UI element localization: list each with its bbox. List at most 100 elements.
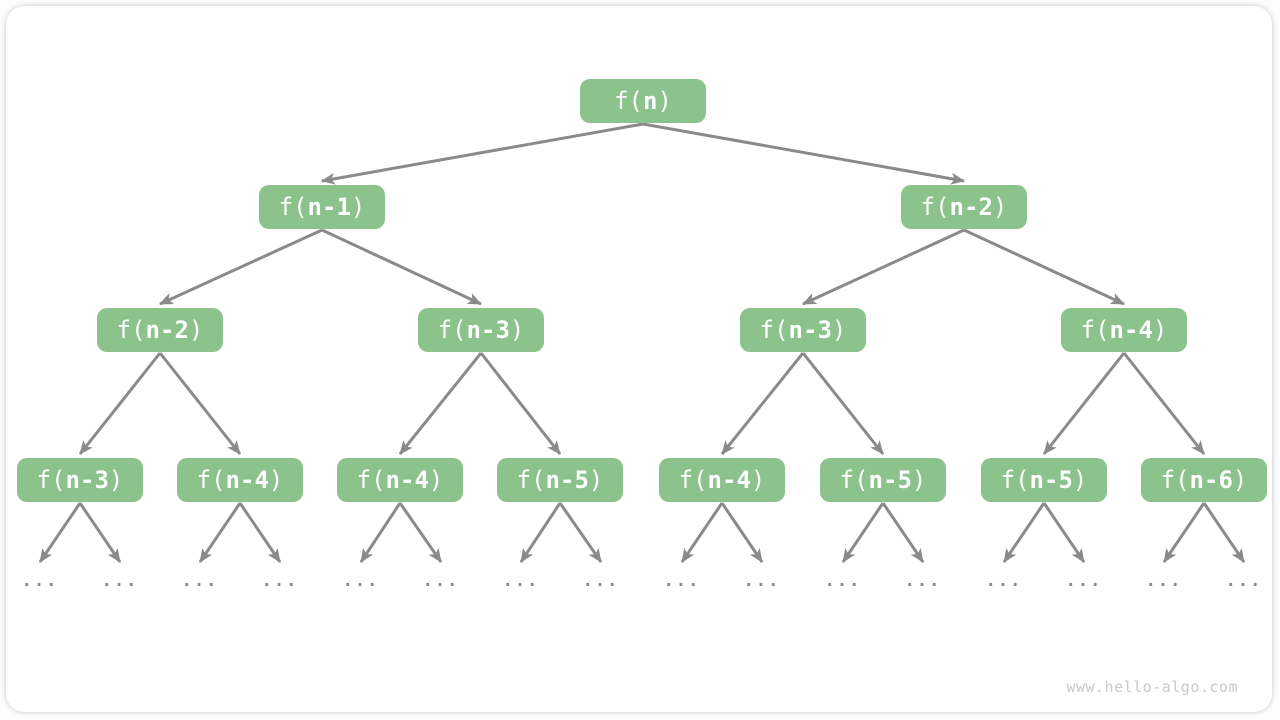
node-label-argument: n <box>643 87 658 115</box>
tree-node-n1n3: f(n-3) <box>418 308 544 352</box>
edge-n2n3-to-leaf6 <box>801 352 885 455</box>
edge-leaf5-to-ellipsis-9 <box>720 502 764 563</box>
edge-leaf2-to-ellipsis-3 <box>238 502 282 563</box>
node-label-suffix: ) <box>509 316 525 344</box>
edge-n1n2-to-leaf2 <box>158 352 242 455</box>
ellipsis-leaf: ... <box>342 571 380 591</box>
tree-node-n1: f(n-1) <box>259 185 385 229</box>
edge-n2-to-n2n4 <box>963 228 1125 306</box>
node-label-prefix: f( <box>920 193 950 221</box>
ellipsis-leaf: ... <box>1225 571 1263 591</box>
edge-n1n3-to-leaf4 <box>479 352 562 455</box>
node-label-suffix: ) <box>911 466 927 494</box>
ellipsis-leaf: ... <box>985 571 1023 591</box>
edge-n1n3-to-leaf3 <box>398 352 483 455</box>
edge-leaf6-to-ellipsis-10 <box>841 502 885 563</box>
ellipsis-leaf: ... <box>261 571 299 591</box>
node-label-prefix: f( <box>759 316 789 344</box>
edge-leaf7-to-ellipsis-12 <box>1002 502 1046 563</box>
node-label-argument: n-4 <box>1109 316 1153 344</box>
tree-node-leaf3: f(n-4) <box>337 458 463 502</box>
node-label-prefix: f( <box>839 466 869 494</box>
node-label-argument: n-2 <box>949 193 993 221</box>
node-label-suffix: ) <box>750 466 766 494</box>
edge-n2-to-n2n3 <box>802 228 965 306</box>
edge-leaf1-to-ellipsis-0 <box>38 502 82 563</box>
node-label-suffix: ) <box>108 466 124 494</box>
node-label-prefix: f( <box>1160 466 1190 494</box>
node-label-argument: n-2 <box>145 316 189 344</box>
tree-node-n2: f(n-2) <box>901 185 1027 229</box>
node-label-prefix: f( <box>614 87 643 115</box>
node-label-prefix: f( <box>196 466 226 494</box>
ellipsis-leaf: ... <box>502 571 540 591</box>
node-label-prefix: f( <box>1080 316 1110 344</box>
node-label-suffix: ) <box>992 193 1008 221</box>
node-label-argument: n-3 <box>788 316 832 344</box>
edge-n2n4-to-leaf7 <box>1042 352 1126 455</box>
node-label-argument: n-5 <box>545 466 589 494</box>
ellipsis-leaf: ... <box>582 571 620 591</box>
node-label-argument: n-6 <box>1189 466 1233 494</box>
tree-node-leaf7: f(n-5) <box>981 458 1107 502</box>
node-label-suffix: ) <box>188 316 204 344</box>
tree-node-n2n3: f(n-3) <box>740 308 866 352</box>
node-label-suffix: ) <box>1072 466 1088 494</box>
node-label-prefix: f( <box>678 466 708 494</box>
edge-n1n2-to-leaf1 <box>78 352 162 455</box>
node-label-prefix: f( <box>437 316 467 344</box>
ellipsis-leaf: ... <box>824 571 862 591</box>
tree-node-root: f(n) <box>580 79 706 123</box>
node-label-prefix: f( <box>516 466 546 494</box>
edge-leaf3-to-ellipsis-5 <box>398 502 443 563</box>
edge-n2n3-to-leaf5 <box>720 352 805 455</box>
ellipsis-leaf: ... <box>1065 571 1103 591</box>
edge-leaf4-to-ellipsis-6 <box>519 502 562 563</box>
edge-leaf6-to-ellipsis-11 <box>881 502 925 563</box>
node-label-suffix: ) <box>428 466 444 494</box>
node-label-argument: n-4 <box>225 466 269 494</box>
node-label-argument: n-1 <box>307 193 351 221</box>
edge-leaf8-to-ellipsis-15 <box>1202 502 1246 563</box>
node-label-argument: n-3 <box>65 466 109 494</box>
tree-node-leaf2: f(n-4) <box>177 458 303 502</box>
node-label-argument: n-3 <box>466 316 510 344</box>
edge-leaf2-to-ellipsis-2 <box>198 502 242 563</box>
tree-node-leaf5: f(n-4) <box>659 458 785 502</box>
node-label-suffix: ) <box>657 87 672 115</box>
tree-node-leaf8: f(n-6) <box>1141 458 1267 502</box>
edge-root-to-n2 <box>642 122 965 185</box>
node-label-argument: n-4 <box>707 466 751 494</box>
watermark-text: www.hello-algo.com <box>1066 678 1238 696</box>
edge-leaf3-to-ellipsis-4 <box>359 502 402 563</box>
node-label-prefix: f( <box>1000 466 1030 494</box>
node-label-suffix: ) <box>588 466 604 494</box>
edge-leaf4-to-ellipsis-7 <box>558 502 603 563</box>
tree-node-leaf6: f(n-5) <box>820 458 946 502</box>
tree-node-n1n2: f(n-2) <box>97 308 223 352</box>
node-label-suffix: ) <box>350 193 366 221</box>
tree-node-n2n4: f(n-4) <box>1061 308 1187 352</box>
ellipsis-leaf: ... <box>101 571 139 591</box>
ellipsis-leaf: ... <box>743 571 781 591</box>
node-label-prefix: f( <box>116 316 146 344</box>
node-label-argument: n-5 <box>1029 466 1073 494</box>
edge-n1-to-n1n2 <box>159 228 323 306</box>
tree-node-leaf4: f(n-5) <box>497 458 623 502</box>
node-label-prefix: f( <box>356 466 386 494</box>
node-label-suffix: ) <box>1232 466 1248 494</box>
node-label-prefix: f( <box>278 193 308 221</box>
edge-leaf7-to-ellipsis-13 <box>1042 502 1086 563</box>
edge-leaf5-to-ellipsis-8 <box>680 502 724 563</box>
ellipsis-leaf: ... <box>21 571 59 591</box>
node-label-argument: n-5 <box>868 466 912 494</box>
node-label-suffix: ) <box>831 316 847 344</box>
edge-leaf8-to-ellipsis-14 <box>1162 502 1206 563</box>
ellipsis-leaf: ... <box>904 571 942 591</box>
ellipsis-leaf: ... <box>181 571 219 591</box>
edge-n1-to-n1n3 <box>321 228 482 306</box>
edge-root-to-n1 <box>321 122 644 185</box>
ellipsis-leaf: ... <box>663 571 701 591</box>
